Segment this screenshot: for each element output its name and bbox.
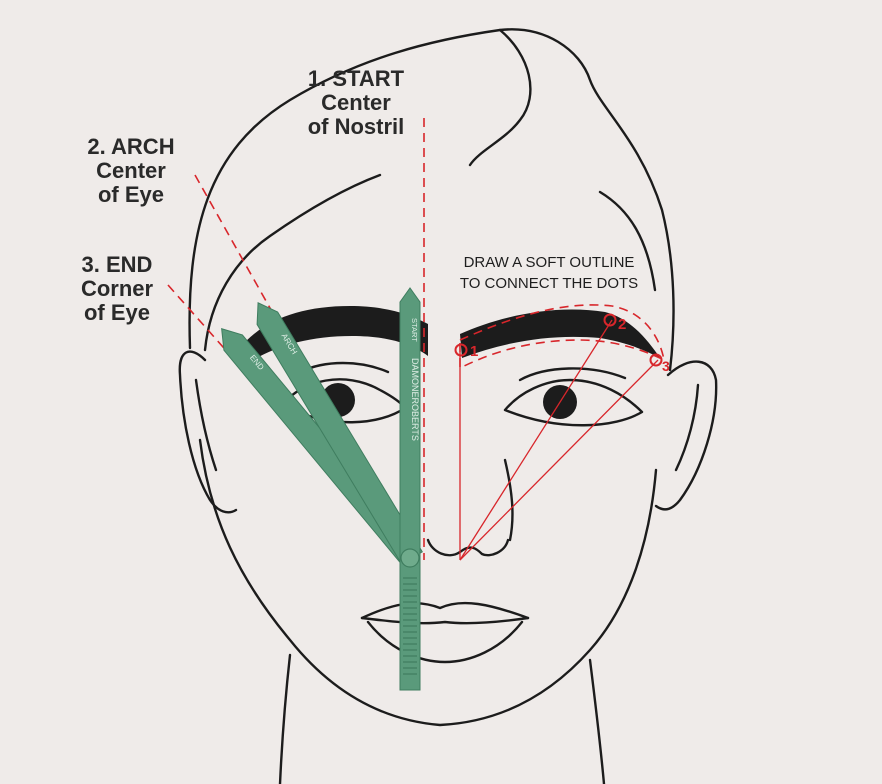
brow-outline xyxy=(459,304,666,370)
svg-text:Center: Center xyxy=(96,158,166,183)
tool-arm-start: START DAMONEROBERTS xyxy=(399,287,421,691)
arch-construction-line xyxy=(459,319,613,561)
tool-brand: DAMONEROBERTS xyxy=(410,358,420,441)
hairline-right xyxy=(598,190,657,292)
point-1: 1 xyxy=(454,343,478,360)
svg-text:TO CONNECT THE DOTS: TO CONNECT THE DOTS xyxy=(460,275,638,292)
svg-text:1: 1 xyxy=(470,343,478,360)
svg-text:2. ARCH: 2. ARCH xyxy=(87,134,174,159)
nose-bridge xyxy=(503,458,514,542)
label-arch: 2. ARCH Center of Eye xyxy=(87,134,174,207)
left-ear-inner xyxy=(194,378,218,472)
svg-text:of Eye: of Eye xyxy=(98,182,164,207)
label-end: 3. END Corner of Eye xyxy=(81,252,154,325)
right-eyebrow xyxy=(460,309,660,358)
hairline xyxy=(203,173,382,352)
tool-grip xyxy=(403,577,417,675)
right-ear xyxy=(654,360,718,511)
lips xyxy=(360,601,530,664)
svg-text:of Eye: of Eye xyxy=(84,300,150,325)
point-2: 2 xyxy=(603,313,626,333)
label-start: 1. START Center of Nostril xyxy=(308,66,405,139)
neck-left xyxy=(278,653,292,784)
tool-pivot xyxy=(400,548,420,568)
point-3: 3 xyxy=(649,353,670,374)
svg-text:3: 3 xyxy=(662,358,670,374)
right-ear-inner xyxy=(674,383,700,472)
neck-right xyxy=(588,658,606,784)
hair-outline xyxy=(188,28,675,372)
face-jaw xyxy=(198,438,658,727)
svg-text:DRAW A SOFT OUTLINE: DRAW A SOFT OUTLINE xyxy=(464,254,635,271)
face-outline xyxy=(178,28,718,784)
hair-part xyxy=(468,28,532,167)
svg-text:3. END: 3. END xyxy=(82,252,153,277)
svg-text:2: 2 xyxy=(618,316,626,333)
svg-text:1. START: 1. START xyxy=(308,66,405,91)
left-eyebrow xyxy=(238,306,428,362)
left-ear xyxy=(178,350,238,514)
end-construction-line xyxy=(459,359,659,561)
instruction-note: DRAW A SOFT OUTLINE TO CONNECT THE DOTS xyxy=(460,254,638,292)
svg-text:START: START xyxy=(410,318,419,342)
svg-text:Corner: Corner xyxy=(81,276,154,301)
brow-mapping-tool: END ARCH START DAMONEROBERTS xyxy=(221,287,423,691)
svg-text:of Nostril: of Nostril xyxy=(308,114,405,139)
svg-text:Center: Center xyxy=(321,90,391,115)
